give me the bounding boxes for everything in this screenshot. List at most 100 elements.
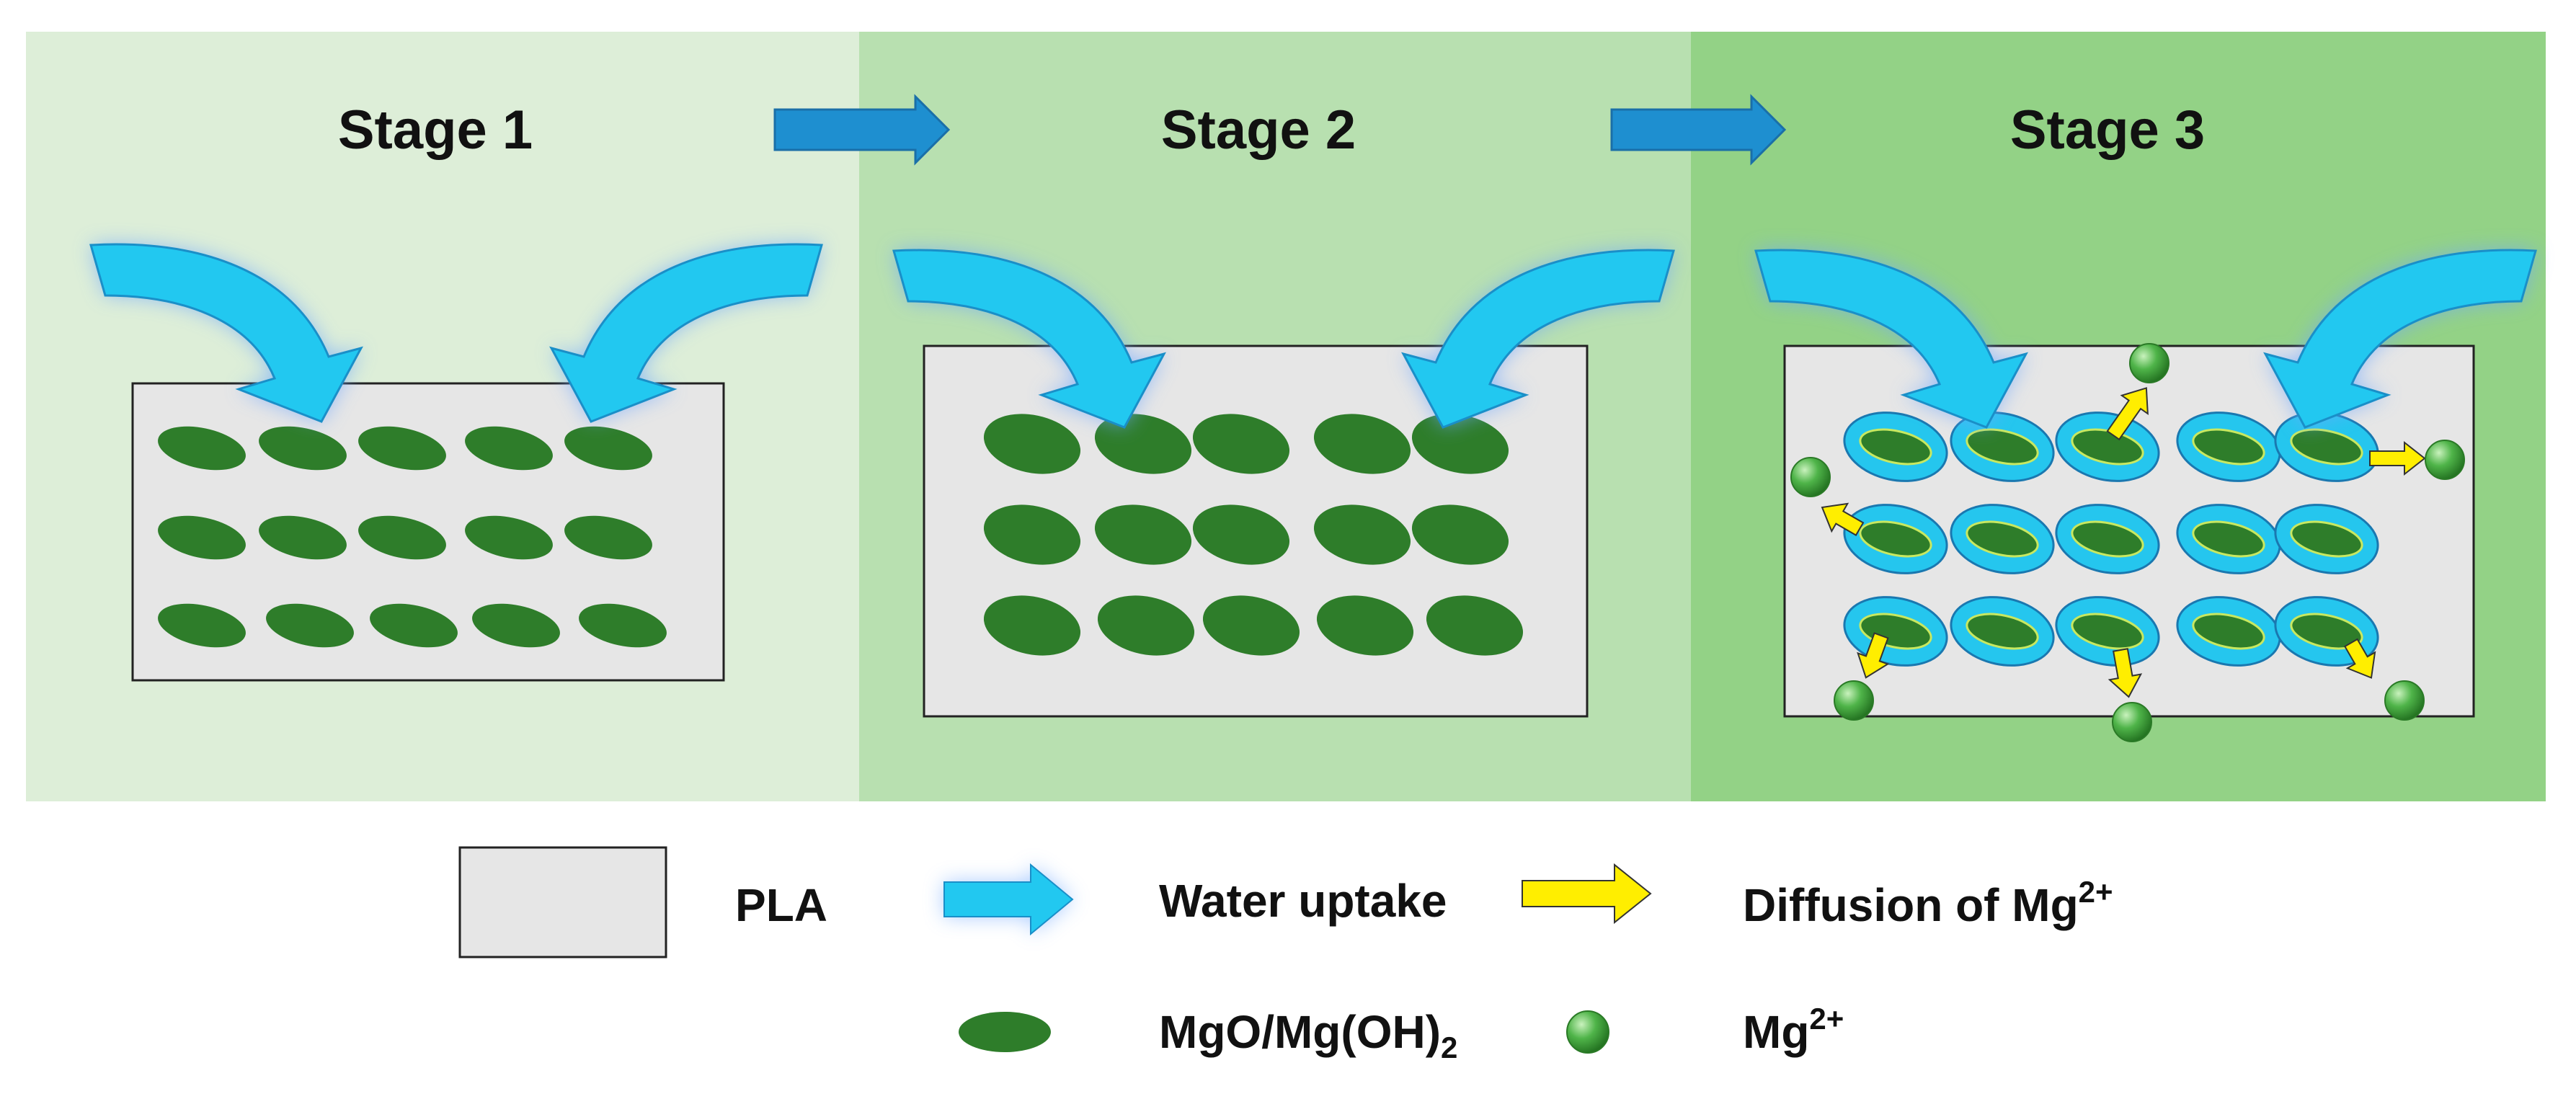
mgo-particle: [1411, 414, 1509, 474]
mgo-particle: [1316, 595, 1414, 656]
mg-ions: [1790, 343, 2465, 742]
swollen-particle: [2274, 411, 2379, 482]
stage-3-swollen-particles: [1843, 411, 2379, 667]
mgo-particle: [2290, 428, 2363, 466]
legend-diffusion-label: Diffusion of Mg2+: [1743, 875, 2113, 931]
arrow-body: [2263, 249, 2537, 429]
arrow-body: [549, 243, 823, 423]
water-uptake-arrows: [89, 243, 2537, 429]
mgo-particle: [2071, 613, 2144, 650]
mgo-particle: [983, 504, 1081, 565]
stage-1-to-2-arrow-icon: [773, 94, 951, 166]
diffusion-arrow-icon: [2369, 440, 2426, 476]
swollen-particle: [2274, 504, 2379, 574]
stage-2-title: Stage 2: [1161, 99, 1356, 161]
arrow-body: [89, 243, 363, 423]
diffusion-arrow-icon: [2106, 387, 2149, 441]
mg-ion-icon: [2129, 343, 2169, 383]
mgo-particle: [1094, 504, 1192, 565]
swollen-particle: [1843, 411, 1948, 482]
swollen-particle: [2176, 411, 2281, 482]
mgo-particle: [1313, 414, 1411, 474]
mgo-particle: [2192, 428, 2265, 466]
arrow-body: [1401, 249, 1675, 429]
swollen-particle: [2176, 504, 2281, 574]
arrow-body: [892, 249, 1166, 429]
diffusion-arrow-icon: [2343, 638, 2376, 679]
diffusion-arrow-icon: [1821, 502, 1865, 537]
mgo-particle: [1192, 504, 1290, 565]
mgo-particle: [1202, 595, 1300, 656]
mgo-particle: [1313, 504, 1411, 565]
swollen-particle: [2176, 596, 2281, 667]
mgo-particle: [2071, 520, 2144, 558]
legend-ion-label: Mg2+: [1743, 1002, 1844, 1058]
mgo-particle: [2290, 520, 2363, 558]
stage-1-particles: [158, 426, 667, 648]
swollen-particle: [2055, 504, 2160, 574]
legend: PLA Water uptake Diffusion of Mg2+ MgO/M…: [458, 846, 2113, 1064]
mgo-particle: [1966, 520, 2039, 558]
mg-ion-icon: [1790, 457, 1831, 497]
mgo-particle: [158, 426, 246, 471]
water-uptake-arrow-icon: [549, 243, 823, 423]
swollen-particle: [1843, 504, 1948, 574]
mg-ion-icon: [2112, 702, 2152, 742]
mgo-particle: [983, 414, 1081, 474]
legend-particle-icon: [959, 1012, 1051, 1052]
mgo-particle: [1966, 613, 2039, 650]
diffusion-arrow-icon: [2108, 648, 2143, 698]
mgo-particle: [564, 515, 652, 560]
legend-pla-label: PLA: [735, 879, 827, 931]
mgo-particle: [259, 426, 347, 471]
mgo-particle: [1097, 595, 1195, 656]
mgo-particle: [358, 515, 446, 560]
water-uptake-arrow-icon: [892, 249, 1166, 429]
mgo-particle: [358, 426, 446, 471]
stage-2-to-3-arrow-icon: [1610, 94, 1787, 166]
mgo-particle: [1411, 504, 1509, 565]
mgo-particle: [564, 426, 652, 471]
stage-2-particles: [983, 414, 1524, 656]
legend-ion-icon: [1566, 1010, 1609, 1054]
mgo-particle: [472, 603, 560, 648]
diffusion-arrow-icon: [1857, 632, 1890, 679]
swollen-particle: [2055, 596, 2160, 667]
arrow-body: [1754, 249, 2028, 429]
mgo-particle: [2290, 613, 2363, 650]
mgo-particle: [1966, 428, 2039, 466]
mgo-particle: [158, 603, 246, 648]
swollen-particle: [1950, 411, 2055, 482]
swollen-particle: [1950, 596, 2055, 667]
swollen-particle: [1950, 504, 2055, 574]
diffusion-arrows: [1821, 387, 2426, 698]
mg-ion-icon: [2425, 440, 2465, 480]
mgo-particle: [465, 515, 553, 560]
stage-3-title: Stage 3: [2010, 99, 2205, 161]
water-uptake-arrow-icon: [89, 243, 363, 423]
mgo-particle: [1192, 414, 1290, 474]
legend-water-uptake-icon: [943, 863, 1074, 936]
stage-1-title: Stage 1: [338, 99, 533, 161]
legend-water-uptake-label: Water uptake: [1159, 875, 1447, 927]
mgo-particle: [1426, 595, 1524, 656]
legend-pla-swatch: [458, 846, 667, 958]
mg-ion-icon: [1834, 680, 1874, 721]
mgo-particle: [1859, 520, 1932, 558]
legend-diffusion-icon: [1522, 863, 1652, 925]
mgo-particle: [158, 515, 246, 560]
water-uptake-arrow-icon: [2263, 249, 2537, 429]
mgo-particle: [2192, 613, 2265, 650]
mgo-particle: [465, 426, 553, 471]
mgo-particle: [259, 515, 347, 560]
mgo-particle: [1859, 428, 1932, 466]
water-uptake-arrow-icon: [1401, 249, 1675, 429]
legend-particle-label: MgO/Mg(OH)2: [1159, 1006, 1457, 1064]
mg-ion-icon: [2384, 680, 2425, 721]
mgo-particle: [370, 603, 458, 648]
mgo-particle: [2192, 520, 2265, 558]
mgo-particle: [579, 603, 667, 648]
mgo-particle: [1094, 414, 1192, 474]
mgo-particle: [266, 603, 354, 648]
